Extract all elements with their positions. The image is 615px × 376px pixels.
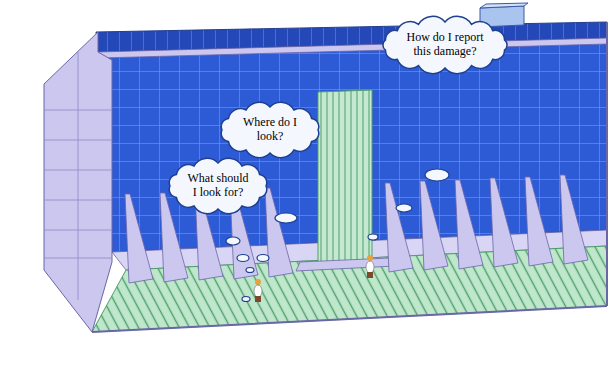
thought-bubble [226,237,240,245]
coverall [366,261,374,273]
web-frame [420,181,448,270]
inspector-figure [366,255,374,278]
cloud-text: What should I look for? [185,172,251,200]
deckhouse-roof [480,3,528,8]
legs [255,296,261,302]
inspector-figure [254,279,262,302]
cloud-text: Where do I look? [237,116,303,144]
thought-cloud: How do I report this damage? [377,15,513,75]
coverall [254,285,262,297]
helmet [255,279,261,285]
hull-edge [92,22,607,332]
thought-bubble [275,213,297,223]
thought-cloud: Where do I look? [215,100,325,160]
cloud-outline [221,102,318,157]
thought-cloud: What should I look for? [163,156,273,216]
web-frame [385,183,413,272]
web-frame [125,194,153,283]
thought-bubble [242,297,250,302]
cloud-text-block: Where do I look? [237,116,303,144]
helmet [367,255,373,261]
web-frame [525,177,553,266]
web-frame [560,175,588,264]
transverse-bulkhead [318,90,372,266]
web-frame [490,178,518,267]
cloud-outline [169,158,266,213]
end-bulkhead [44,32,112,332]
cloud-text: How do I report this damage? [403,31,487,59]
web-frame [265,188,293,277]
thought-bubble [396,204,412,212]
thought-bubble [246,268,254,273]
thought-bubble [237,255,249,262]
thought-bubble [257,255,269,262]
thought-bubble [425,169,449,181]
cloud-text-block: How do I report this damage? [403,31,487,59]
bulkhead-stiffeners [44,52,112,300]
deck-edge [98,38,607,58]
thought-bubble [368,234,378,240]
cloud-outline [383,16,507,73]
cloud-text-block: What should I look for? [185,172,251,200]
bulkhead-stool [296,258,395,271]
web-frame [455,180,483,269]
legs [367,272,373,278]
